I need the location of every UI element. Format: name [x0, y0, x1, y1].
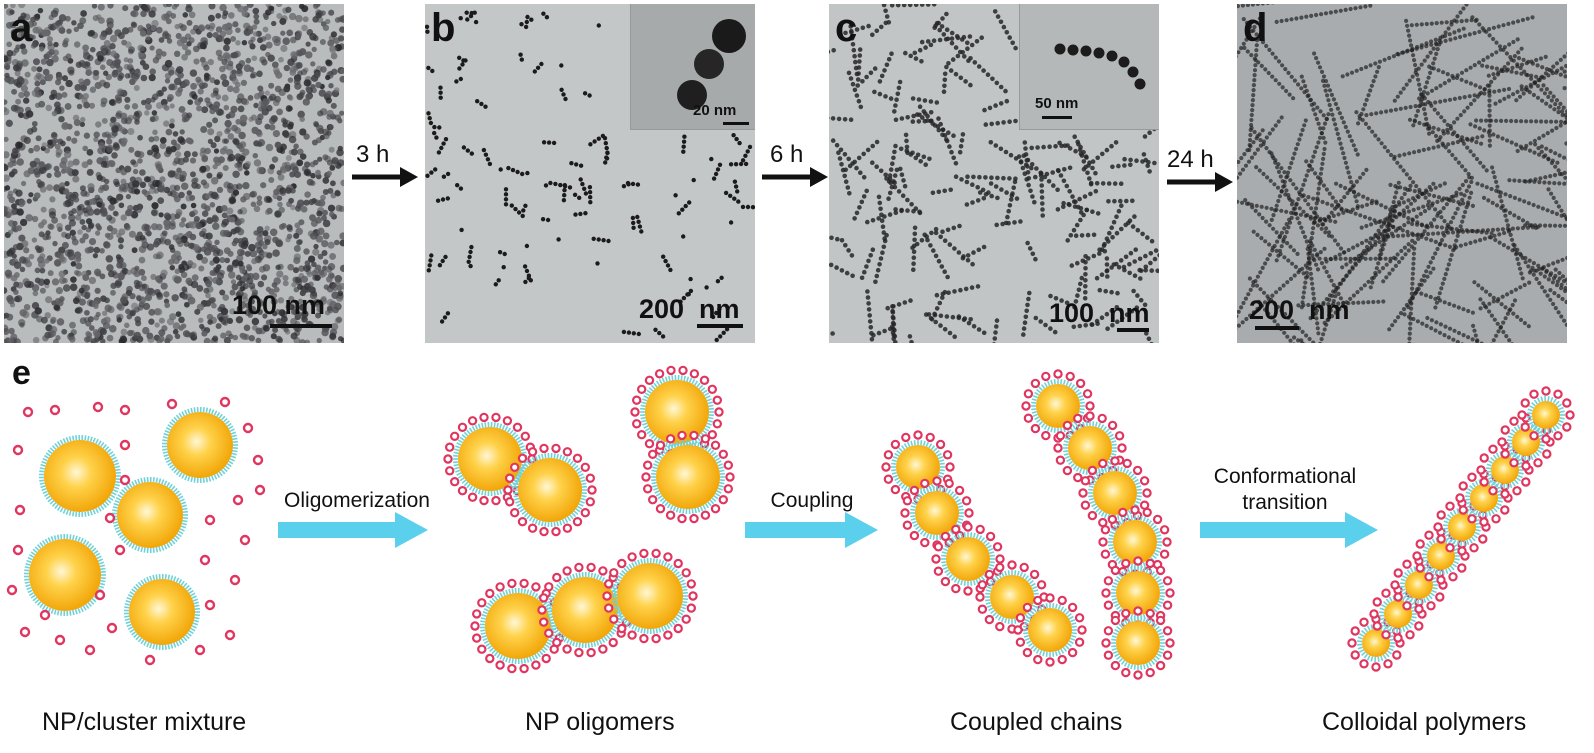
cluster-dot [106, 622, 118, 634]
cluster-dot [166, 398, 178, 410]
cluster-dot [12, 444, 24, 456]
cluster-dot [19, 626, 31, 638]
time-label-2: 6 h [770, 141, 804, 168]
step-label-line: Conformational [1213, 465, 1357, 488]
tem-panel-d: d 200 nm [1237, 4, 1567, 343]
nanoparticle [1013, 593, 1087, 667]
cluster-dot [194, 644, 206, 656]
nanoparticle [161, 406, 238, 484]
panel-label-c: c [835, 6, 858, 50]
cluster-dot [239, 534, 251, 546]
nanoparticle [470, 578, 566, 674]
inset-scale-bar-b [723, 122, 749, 125]
caption-coupled-chains: Coupled chains [950, 708, 1123, 736]
cluster-dot [114, 544, 126, 556]
cluster-dot [12, 544, 24, 556]
nanoparticle [537, 562, 633, 658]
nanoparticle [641, 430, 735, 524]
inset-b: 20 nm [630, 4, 755, 130]
tem-panel-c: 50 nm c 100 nm [829, 4, 1159, 343]
tem-image-a [4, 4, 344, 343]
inset-scale-text-c: 50 nm [1035, 95, 1079, 112]
tem-image-d [1237, 4, 1567, 343]
cluster-dot [84, 644, 96, 656]
step-label-coupling: Coupling [742, 490, 882, 511]
scale-text-c: 100 nm [1049, 298, 1150, 328]
cluster-dot [119, 404, 131, 416]
cluster-dot [94, 589, 106, 601]
cluster-dot [242, 422, 254, 434]
step-label-conformational-transition: Conformational transition [1190, 464, 1380, 517]
nanoparticle [111, 476, 188, 554]
nanoparticle [503, 443, 597, 537]
cluster-dot [22, 406, 34, 418]
cluster-dot [54, 634, 66, 646]
nanoparticle [123, 573, 200, 651]
panel-label-d: d [1243, 6, 1268, 50]
time-arrow-3 [1165, 170, 1235, 199]
scale-bar-b [697, 324, 743, 328]
step-label-oligomerization: Oligomerization [262, 490, 452, 511]
nanoparticle [931, 522, 1005, 596]
time-arrow-1 [350, 165, 420, 194]
cluster-dot [144, 654, 156, 666]
step-label-line: Oligomerization [284, 489, 430, 512]
cluster-dot [204, 514, 216, 526]
step-label-line: Coupling [770, 489, 854, 512]
cluster-dot [92, 401, 104, 413]
cluster-dot [119, 439, 131, 451]
time-label-3: 24 h [1167, 146, 1214, 173]
nanoparticle [23, 533, 106, 617]
nanoparticle [1053, 411, 1127, 485]
time-label-1: 3 h [356, 141, 390, 168]
process-arrow-2 [745, 512, 878, 548]
nanoparticle [1517, 386, 1575, 444]
nanoparticle [975, 560, 1049, 634]
caption-np-oligomers: NP oligomers [525, 708, 675, 736]
scale-bar-d [1255, 326, 1299, 330]
inset-c: 50 nm [1019, 4, 1159, 130]
scale-text-d: 200 nm [1249, 295, 1350, 325]
assembly-scheme [6, 365, 1575, 680]
caption-colloidal-polymers: Colloidal polymers [1322, 708, 1527, 736]
cluster-dot [39, 609, 51, 621]
panel-label-b: b [431, 6, 456, 50]
nanoparticle [602, 548, 698, 644]
cluster-dot [252, 454, 264, 466]
cluster-dot [104, 512, 116, 524]
time-arrow-2 [760, 165, 830, 194]
scale-bar-a [270, 324, 332, 328]
scale-bar-c [1117, 328, 1149, 332]
step-label-line: transition [1242, 491, 1328, 515]
process-arrow-3 [1200, 512, 1378, 548]
panel-label-a: a [10, 6, 33, 50]
cluster-dot [14, 504, 26, 516]
tem-panel-a: a 100 nm [4, 4, 344, 343]
cluster-dot [204, 599, 216, 611]
nanoparticle [1476, 441, 1534, 499]
inset-scale-bar-c [1042, 116, 1072, 119]
cluster-dot [49, 404, 61, 416]
caption-np-cluster-mixture: NP/cluster mixture [42, 708, 247, 736]
cluster-dot [229, 574, 241, 586]
cluster-dot [254, 484, 266, 496]
scale-text-b: 200 nm [639, 294, 740, 324]
cluster-dot [224, 629, 236, 641]
tem-panel-b: 20 nm b 200 nm [425, 4, 755, 343]
scale-text-a: 100 nm [232, 290, 326, 320]
cluster-dot [232, 494, 244, 506]
cluster-dot [6, 584, 18, 596]
inset-scale-text-b: 20 nm [693, 102, 737, 119]
nanoparticle [1101, 606, 1175, 680]
cluster-dot [219, 396, 231, 408]
process-arrow-1 [278, 512, 428, 548]
cluster-dot [199, 554, 211, 566]
panel-label-e: e [12, 354, 31, 392]
nanoparticle [38, 434, 121, 518]
cluster-dot [119, 474, 131, 486]
